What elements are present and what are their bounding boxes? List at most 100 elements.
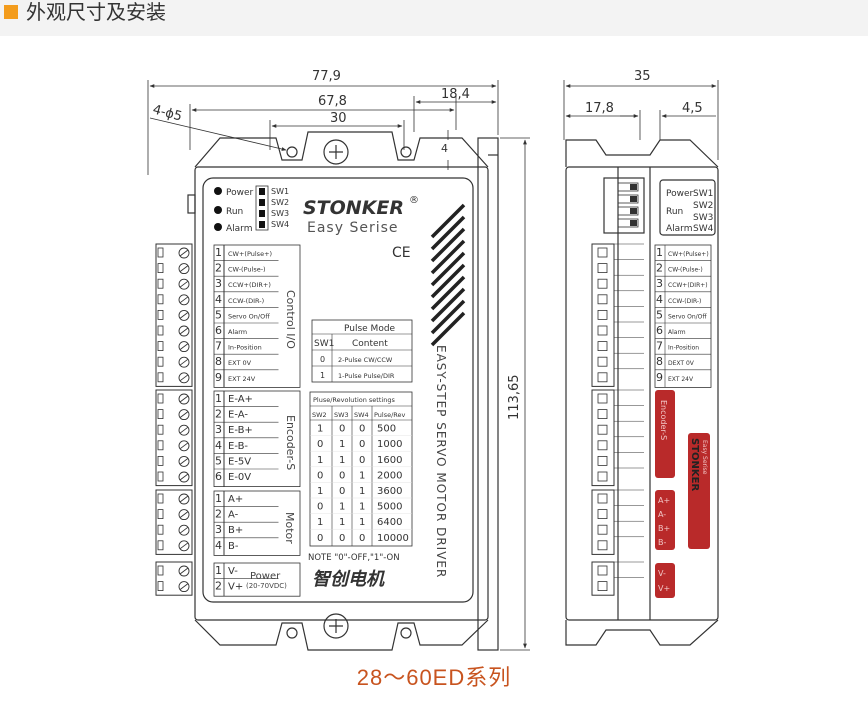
encoder-pin-label: E-A+ — [228, 394, 253, 405]
control-pin-number: 5 — [215, 308, 222, 321]
terminal-screw-slot — [179, 495, 189, 503]
side-terminal-slot — [597, 409, 608, 420]
side-terminal-slot — [597, 356, 608, 367]
power-pin-number: 2 — [215, 580, 222, 593]
control-pin-number: 1 — [215, 246, 222, 259]
control-pin-label: CW-(Pulse-) — [228, 266, 266, 274]
terminal-slot — [157, 524, 164, 535]
side-motor-a-minus: A- — [658, 510, 666, 519]
dim-overall-width: 77,9 — [312, 69, 341, 84]
side-terminal-slot — [597, 278, 608, 289]
side-terminal-slot — [597, 471, 608, 482]
control-pin-label: Servo On/Off — [228, 312, 270, 320]
vent-slot — [430, 203, 466, 239]
dim-ear-height: 4 — [441, 142, 448, 155]
front-view — [187, 131, 499, 651]
led-run-label: Run — [226, 207, 243, 217]
terminal-slot — [157, 581, 164, 591]
power-pin-label: V- — [228, 566, 238, 577]
terminal-screw — [178, 424, 190, 436]
terminal-slot — [157, 356, 164, 367]
sw4-label: SW4 — [271, 220, 289, 229]
pulse-rev-cell: 1000 — [377, 439, 402, 450]
pulse-rev-cell: 6400 — [377, 517, 402, 528]
encoder-pin-label: E-B+ — [228, 425, 253, 436]
terminal-screw-slot — [179, 542, 189, 550]
side-sw3-label: SW3 — [693, 213, 713, 223]
encoder-pin-label: E-0V — [228, 472, 251, 483]
pulse-rev-cell: 0 — [339, 424, 345, 435]
power-range: (20-70VDC) — [246, 582, 287, 590]
side-dip-switch — [617, 182, 639, 228]
dim-height: 113,65 — [507, 375, 522, 421]
sw1-label: SW1 — [271, 187, 289, 196]
motor-box — [213, 490, 301, 556]
vent-slot — [430, 263, 466, 299]
terminal-slot — [157, 309, 164, 320]
control-pin-label: EXT 0V — [228, 359, 252, 367]
led-alarm-label: Alarm — [226, 224, 252, 234]
side-terminal-slot — [597, 524, 608, 535]
terminal-screw-slot — [179, 567, 189, 575]
side-power-vplus: V+ — [658, 584, 670, 593]
pulse-rev-cell: 0 — [339, 533, 345, 544]
pulse-rev-cell: 1 — [339, 439, 345, 450]
encoder-pin-number: 5 — [215, 454, 222, 467]
side-red-labels: Encoder-S STONKER Easy Serise A+ A- B+ B… — [655, 390, 710, 598]
terminal-screw — [178, 540, 190, 552]
side-encoder-label: Encoder-S — [659, 400, 668, 440]
side-sw2-label: SW2 — [693, 201, 713, 211]
side-pin-number: 9 — [656, 371, 663, 384]
side-terminal-slot — [597, 341, 608, 352]
pulse-rev-cell: 0 — [317, 439, 323, 450]
pulse-rev-note: NOTE "0"-OFF,"1"-ON — [308, 553, 400, 563]
terminal-slot — [157, 540, 164, 551]
terminal-slot — [157, 409, 164, 420]
vent-slot — [430, 227, 466, 263]
front-dimensions — [147, 80, 530, 651]
terminal-block — [155, 489, 193, 555]
terminal-screw — [178, 455, 190, 467]
side-dip-knob — [630, 184, 637, 190]
pulse-rev-cell: 10000 — [377, 533, 409, 544]
side-terminal-slot — [597, 325, 608, 336]
encoder-pin-number: 4 — [215, 439, 222, 452]
control-pin-number: 6 — [215, 324, 222, 337]
terminal-slot — [157, 278, 164, 289]
motor-pin-number: 3 — [215, 523, 222, 536]
side-terminal-slot — [597, 294, 608, 305]
terminal-screw — [178, 263, 190, 275]
side-terminal-slot — [597, 565, 608, 576]
side-dip-slot — [617, 194, 639, 204]
vent-slot — [430, 311, 466, 347]
control-pin-label: Alarm — [228, 328, 247, 336]
pulse-rev-border — [309, 391, 413, 547]
terminal-screw-slot — [179, 473, 189, 481]
control-pin-number: 4 — [215, 293, 222, 306]
side-pin-number: 8 — [656, 355, 663, 368]
pulse-rev-cell: 5000 — [377, 502, 402, 513]
pulse-rev-header: SW2 — [312, 411, 327, 419]
pulse-mode-title: Pulse Mode — [344, 324, 396, 334]
dim-side-width: 35 — [634, 69, 651, 84]
section-title: 外观尺寸及安装 — [26, 0, 166, 24]
cooling-vents — [430, 203, 466, 347]
side-power-vminus: V- — [658, 569, 666, 578]
side-power-label: Power — [666, 189, 694, 199]
encoder-pin-number: 2 — [215, 408, 222, 421]
terminal-slot — [157, 372, 164, 383]
terminal-screw — [178, 409, 190, 421]
front-terminal-blocks — [155, 243, 193, 596]
brand-sub: Easy Serise — [307, 220, 399, 236]
side-terminal-block — [591, 561, 615, 596]
pulse-rev-cell: 0 — [317, 533, 323, 544]
terminal-screw — [178, 509, 190, 521]
encoder-box — [213, 390, 301, 487]
pulse-rev-cell: 1 — [339, 517, 345, 528]
terminal-screw-slot — [179, 458, 189, 465]
side-pin-label: DEXT 0V — [668, 360, 695, 367]
encoder-pin-number: 3 — [215, 423, 222, 436]
led-power-label: Power — [226, 188, 254, 198]
